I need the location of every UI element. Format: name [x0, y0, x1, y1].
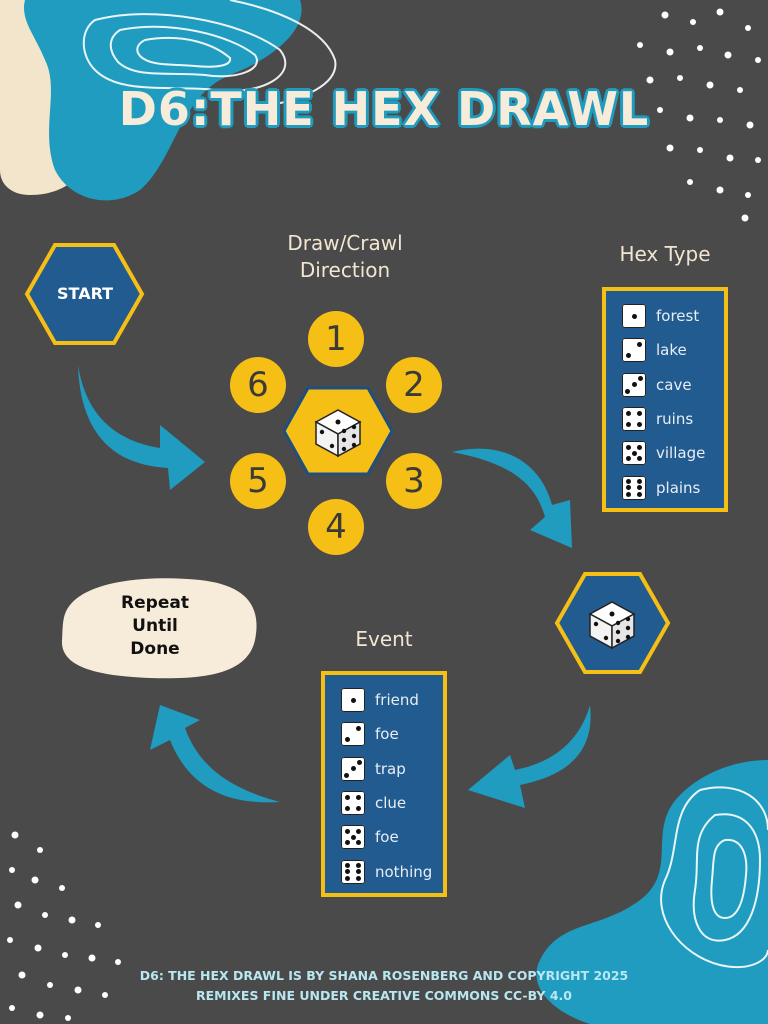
direction-number-2: 2 — [386, 357, 442, 413]
list-item: foe — [341, 721, 399, 747]
direction-number-6: 6 — [230, 357, 286, 413]
arrow-hex-to-event — [468, 705, 591, 808]
repeat-line3: Done — [130, 639, 180, 659]
direction-heading: Draw/Crawl Direction — [245, 230, 445, 284]
repeat-text: Repeat Until Done — [95, 592, 215, 661]
die-face-4-icon — [341, 790, 365, 815]
arrow-start-to-dice — [78, 365, 205, 490]
top-left-contour-lines — [82, 0, 337, 106]
list-item-label: friend — [375, 691, 419, 709]
list-item: friend — [341, 687, 419, 713]
direction-number-3: 3 — [386, 453, 442, 509]
die-face-5-icon — [622, 441, 646, 466]
die-face-2-icon — [341, 722, 365, 747]
list-item-label: nothing — [375, 862, 433, 881]
die-face-5-icon — [341, 825, 365, 850]
list-item: clue — [341, 790, 406, 816]
list-item: cave — [622, 372, 692, 398]
list-item-label: foe — [375, 828, 399, 847]
bottom-right-teal-blob — [536, 760, 768, 1024]
direction-number-1: 1 — [308, 311, 364, 367]
direction-heading-line2: Direction — [299, 258, 391, 282]
die-face-2-icon — [622, 338, 646, 363]
list-item-label: lake — [656, 341, 687, 360]
top-left-teal-blob — [24, 0, 302, 201]
page-title: D6:THE HEX DRAWL — [118, 82, 650, 136]
direction-number-4: 4 — [308, 499, 364, 555]
list-item-label: ruins — [656, 409, 694, 428]
bottom-left-dots — [7, 831, 121, 1021]
repeat-line1: Repeat — [121, 593, 189, 613]
hex-type-die-icon — [588, 601, 636, 650]
list-item-label: clue — [375, 793, 407, 812]
list-item-label: village — [656, 444, 706, 463]
die-face-3-icon — [341, 756, 365, 781]
center-die-icon — [314, 409, 362, 458]
flow-arrows — [78, 365, 591, 808]
die-face-1-icon — [341, 688, 365, 712]
list-item: ruins — [622, 406, 693, 432]
die-face-3-icon — [622, 372, 646, 397]
direction-number-5: 5 — [230, 453, 286, 509]
repeat-line2: Until — [132, 616, 178, 636]
list-item: plains — [622, 475, 700, 501]
direction-heading-line1: Draw/Crawl — [287, 231, 403, 255]
list-item: village — [622, 440, 705, 466]
start-hexagon — [24, 243, 145, 345]
list-item: trap — [341, 756, 406, 782]
list-item: lake — [622, 337, 687, 363]
list-item-label: trap — [375, 759, 406, 778]
list-item: forest — [622, 303, 699, 329]
list-item-label: forest — [656, 307, 700, 325]
start-label: START — [57, 284, 114, 303]
list-item-label: plains — [656, 478, 701, 497]
footer-license: REMIXES FINE UNDER CREATIVE COMMONS CC-B… — [196, 988, 572, 1003]
footer-credit: D6: THE HEX DRAWL IS BY SHANA ROSENBERG … — [139, 968, 629, 983]
hex-type-heading: Hex Type — [619, 242, 711, 266]
top-right-dots — [637, 8, 761, 222]
arrow-dice-to-hex — [452, 448, 572, 548]
event-list: friend foe trap clue foe nothing — [321, 671, 447, 897]
die-face-6-icon — [622, 475, 646, 500]
die-face-1-icon — [622, 304, 646, 328]
event-heading: Event — [355, 627, 413, 651]
list-item-label: foe — [375, 725, 399, 744]
die-face-6-icon — [341, 859, 365, 884]
hex-type-list: forest lake cave ruins village plains — [602, 287, 728, 512]
bottom-right-contour-lines — [660, 786, 768, 969]
repeat-blob — [61, 578, 257, 679]
list-item-label: cave — [656, 375, 692, 394]
list-item: foe — [341, 824, 399, 850]
arrow-event-to-repeat — [150, 705, 280, 803]
die-face-4-icon — [622, 406, 646, 431]
list-item: nothing — [341, 859, 432, 885]
